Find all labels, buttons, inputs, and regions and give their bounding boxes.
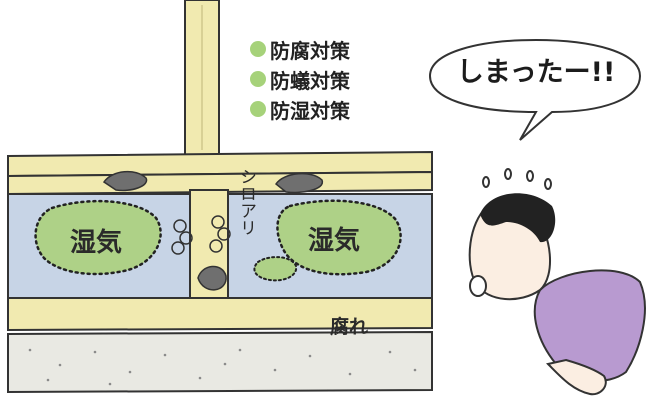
moisture-blob-left	[34, 199, 162, 276]
legend-item-moistureproof: 防湿対策	[250, 94, 350, 124]
rot-label: 腐れ	[330, 316, 369, 338]
legend-label: 防湿対策	[270, 98, 350, 123]
rot-patch	[102, 170, 148, 192]
sweat-drops	[482, 168, 552, 190]
ground-foundation	[7, 330, 433, 394]
moisture-blob-small	[253, 256, 298, 282]
moisture-label-right: 湿気	[308, 226, 361, 256]
legend-marker	[250, 41, 266, 57]
termite-nest-left	[171, 219, 193, 255]
termite-nest-right	[209, 215, 231, 253]
speech-bubble-text: しまったー!!	[456, 57, 616, 88]
legend-label: 防蟻対策	[270, 68, 350, 93]
man-mouth	[469, 275, 487, 297]
termite-label: シロアリ	[236, 168, 256, 236]
gravel-dots	[28, 348, 417, 386]
moisture-label-left: 湿気	[70, 228, 123, 258]
legend-label: 防腐対策	[270, 38, 350, 63]
bottom-sill	[7, 297, 433, 332]
man-hair	[480, 193, 556, 243]
legend-marker	[250, 71, 266, 87]
legend-marker	[250, 101, 266, 117]
man-shirt	[533, 269, 646, 382]
countermeasure-legend: 防腐対策 防蟻対策 防湿対策	[250, 34, 350, 124]
rot-patch	[197, 265, 227, 291]
moisture-blob-right	[276, 199, 402, 276]
legend-item-anticorrosion: 防腐対策	[250, 34, 350, 64]
rot-patch	[274, 172, 323, 194]
speech-bubble	[428, 38, 642, 141]
legend-item-antitermite: 防蟻対策	[250, 64, 350, 94]
man-hands	[546, 358, 607, 396]
